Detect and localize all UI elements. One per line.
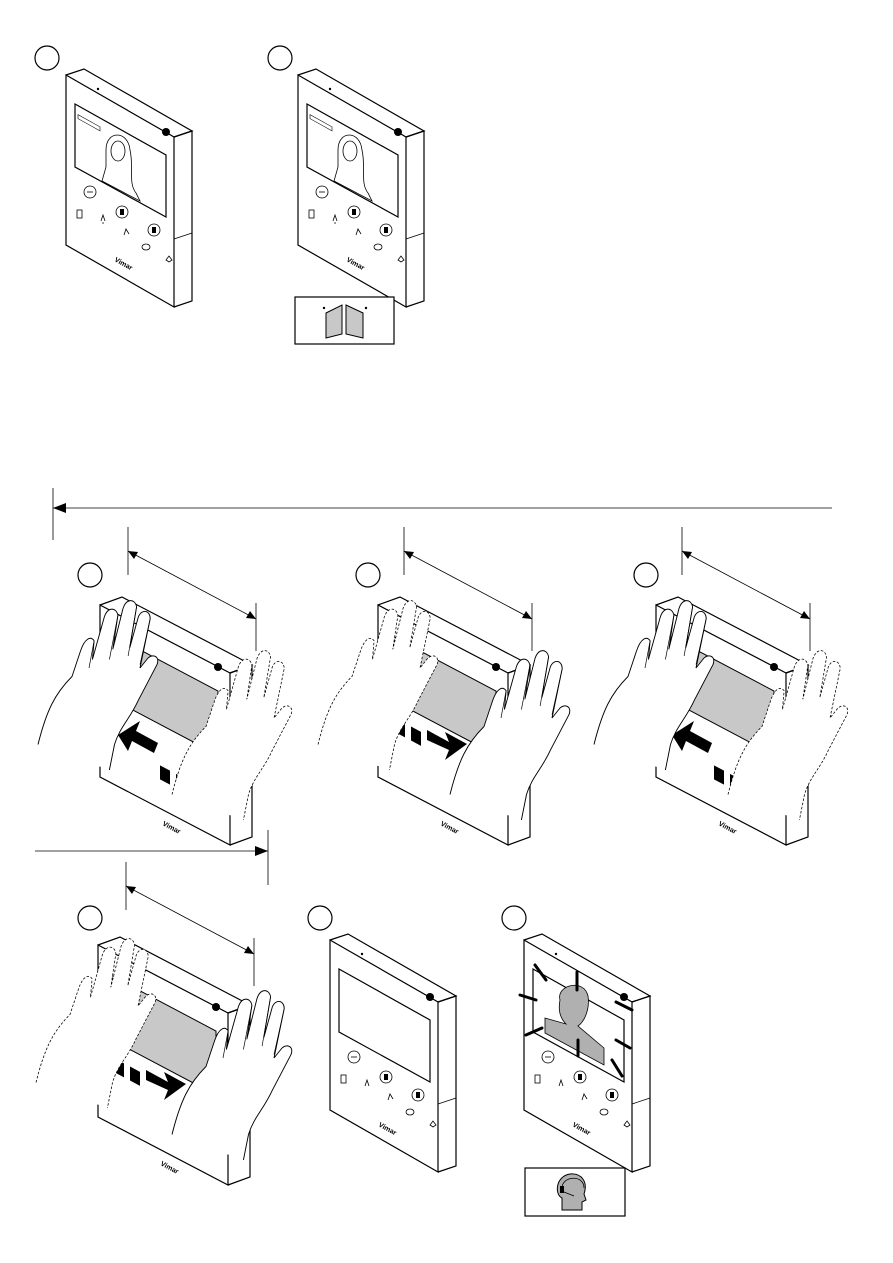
operator-headset-icon (525, 1168, 625, 1216)
step-3-marker (78, 563, 102, 587)
step-4-marker (356, 563, 380, 587)
step-5-marker (634, 563, 658, 587)
step-4-panel (318, 527, 570, 845)
step-1-marker (35, 46, 59, 70)
step-2-panel (268, 46, 424, 344)
timeline-arrow-top (53, 488, 832, 540)
step-8-marker (502, 906, 526, 930)
step-6-panel (36, 862, 292, 1185)
step-5-panel (594, 527, 848, 845)
door-open-icon (295, 297, 394, 344)
step-6-marker (78, 906, 102, 930)
step-8-panel (502, 906, 650, 1216)
caller-silhouette (545, 985, 604, 1065)
step-1-panel (35, 46, 192, 307)
step-2-marker (268, 46, 292, 70)
step-7-panel (308, 906, 456, 1172)
step-3-panel (38, 527, 292, 845)
step-7-marker (308, 906, 332, 930)
timeline-arrow-bottom (35, 830, 268, 885)
